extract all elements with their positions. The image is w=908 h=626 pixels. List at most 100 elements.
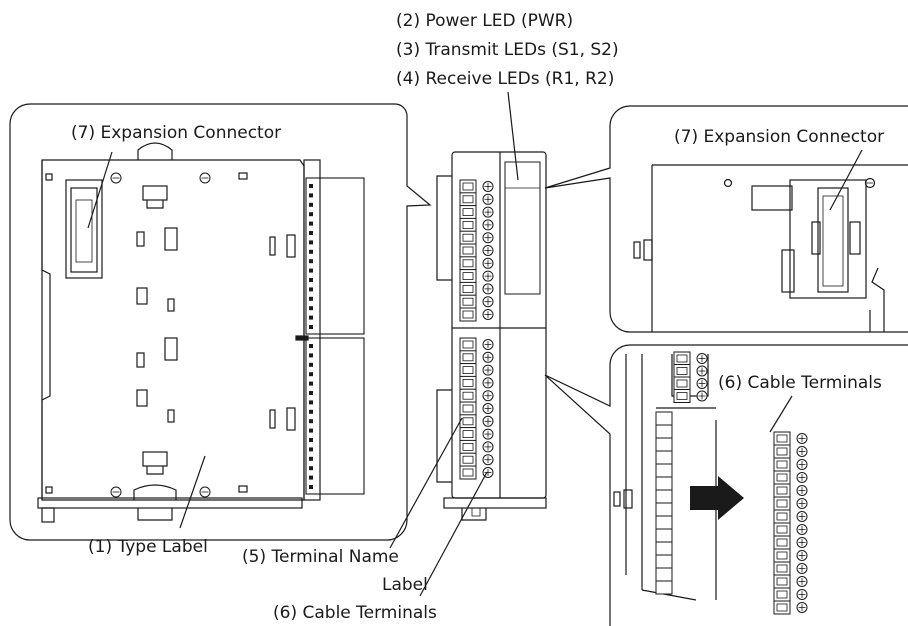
terminal-row xyxy=(656,503,672,516)
din-tick xyxy=(309,269,313,273)
din-tick xyxy=(309,306,313,310)
terminal-row xyxy=(460,193,493,206)
left-expansion-connector xyxy=(66,180,102,278)
terminal-row xyxy=(774,497,807,510)
din-tick xyxy=(309,438,313,442)
right-cable-terminals-label: (6) Cable Terminals xyxy=(718,373,882,393)
terminal-row xyxy=(460,257,493,270)
terminal-row xyxy=(774,445,807,458)
center-module xyxy=(437,152,546,520)
terminal-row xyxy=(656,464,672,477)
terminal-row xyxy=(774,523,807,536)
din-tick xyxy=(309,250,313,254)
terminal-row xyxy=(656,412,672,425)
terminal-row xyxy=(774,575,807,588)
terminal-row xyxy=(774,484,807,497)
terminal-block-lower xyxy=(460,338,493,479)
terminal-name-label-line1: (5) Terminal Name xyxy=(242,547,399,567)
terminal-row xyxy=(460,231,493,244)
terminal-row xyxy=(460,218,493,231)
terminal-row xyxy=(656,568,672,581)
din-tick xyxy=(309,212,313,216)
terminal-row xyxy=(460,351,493,364)
terminal-row xyxy=(460,295,493,308)
din-tick xyxy=(309,391,313,395)
terminal-row xyxy=(460,440,493,453)
right-expansion-connector-label: (7) Expansion Connector xyxy=(674,127,884,147)
terminal-row xyxy=(460,428,493,441)
din-tick xyxy=(309,184,313,188)
terminal-row xyxy=(656,581,672,594)
din-tick xyxy=(309,222,313,226)
terminal-row xyxy=(460,402,493,415)
power-led-label: (2) Power LED (PWR) xyxy=(396,11,573,31)
terminal-name-label-line2: Label xyxy=(382,575,428,595)
terminal-row xyxy=(774,458,807,471)
terminal-row xyxy=(656,425,672,438)
terminal-row xyxy=(460,282,493,295)
terminal-row xyxy=(774,562,807,575)
din-tick xyxy=(309,447,313,451)
din-tick xyxy=(309,259,313,263)
din-tick xyxy=(309,316,313,320)
transmit-leds-label: (3) Transmit LEDs (S1, S2) xyxy=(396,40,619,60)
terminal-row xyxy=(460,364,493,377)
terminal-row xyxy=(674,390,707,403)
terminal-row xyxy=(460,244,493,257)
terminal-row xyxy=(656,438,672,451)
terminal-row xyxy=(774,601,807,614)
din-rail-ticks xyxy=(309,184,313,489)
inset-terminal-removed xyxy=(774,432,807,614)
terminal-row xyxy=(774,510,807,523)
inset-terminal-stub xyxy=(674,352,707,403)
terminal-row xyxy=(460,415,493,428)
din-tick xyxy=(309,297,313,301)
din-tick xyxy=(309,419,313,423)
din-tick xyxy=(309,485,313,489)
terminal-row xyxy=(460,338,493,351)
terminal-row xyxy=(460,206,493,219)
terminal-row xyxy=(774,471,807,484)
left-expansion-connector-label: (7) Expansion Connector xyxy=(71,123,281,143)
din-tick xyxy=(309,457,313,461)
terminal-row xyxy=(460,308,493,321)
din-tick xyxy=(309,372,313,376)
terminal-block-upper xyxy=(460,180,493,321)
terminal-row xyxy=(656,490,672,503)
callout-labels: (2) Power LED (PWR) (3) Transmit LEDs (S… xyxy=(71,11,884,623)
left-detail-panel xyxy=(10,104,430,540)
din-tick xyxy=(309,325,313,329)
inset-terminal-installed xyxy=(656,412,672,594)
terminal-row xyxy=(656,451,672,464)
terminal-row xyxy=(656,529,672,542)
terminal-row xyxy=(774,536,807,549)
terminal-row xyxy=(656,477,672,490)
terminal-row xyxy=(460,180,493,193)
din-tick xyxy=(309,382,313,386)
din-tick xyxy=(309,476,313,480)
terminal-row xyxy=(656,516,672,529)
din-tick xyxy=(309,429,313,433)
bottom-cable-terminals-label: (6) Cable Terminals xyxy=(273,603,437,623)
din-tick xyxy=(309,466,313,470)
terminal-row xyxy=(774,432,807,445)
terminal-row xyxy=(656,555,672,568)
din-tick xyxy=(309,353,313,357)
din-tick xyxy=(309,203,313,207)
terminal-row xyxy=(774,549,807,562)
terminal-row xyxy=(460,466,493,479)
terminal-row xyxy=(674,352,707,365)
terminal-row xyxy=(460,389,493,402)
terminal-row xyxy=(460,453,493,466)
din-tick xyxy=(309,410,313,414)
din-tick xyxy=(309,231,313,235)
rear-screws xyxy=(111,173,210,497)
terminal-row xyxy=(460,376,493,389)
terminal-row xyxy=(774,588,807,601)
terminal-row xyxy=(656,542,672,555)
type-label-label: (1) Type Label xyxy=(88,537,208,557)
din-tick xyxy=(309,363,313,367)
receive-leds-label: (4) Receive LEDs (R1, R2) xyxy=(396,69,614,89)
removal-arrow-icon xyxy=(690,476,744,520)
